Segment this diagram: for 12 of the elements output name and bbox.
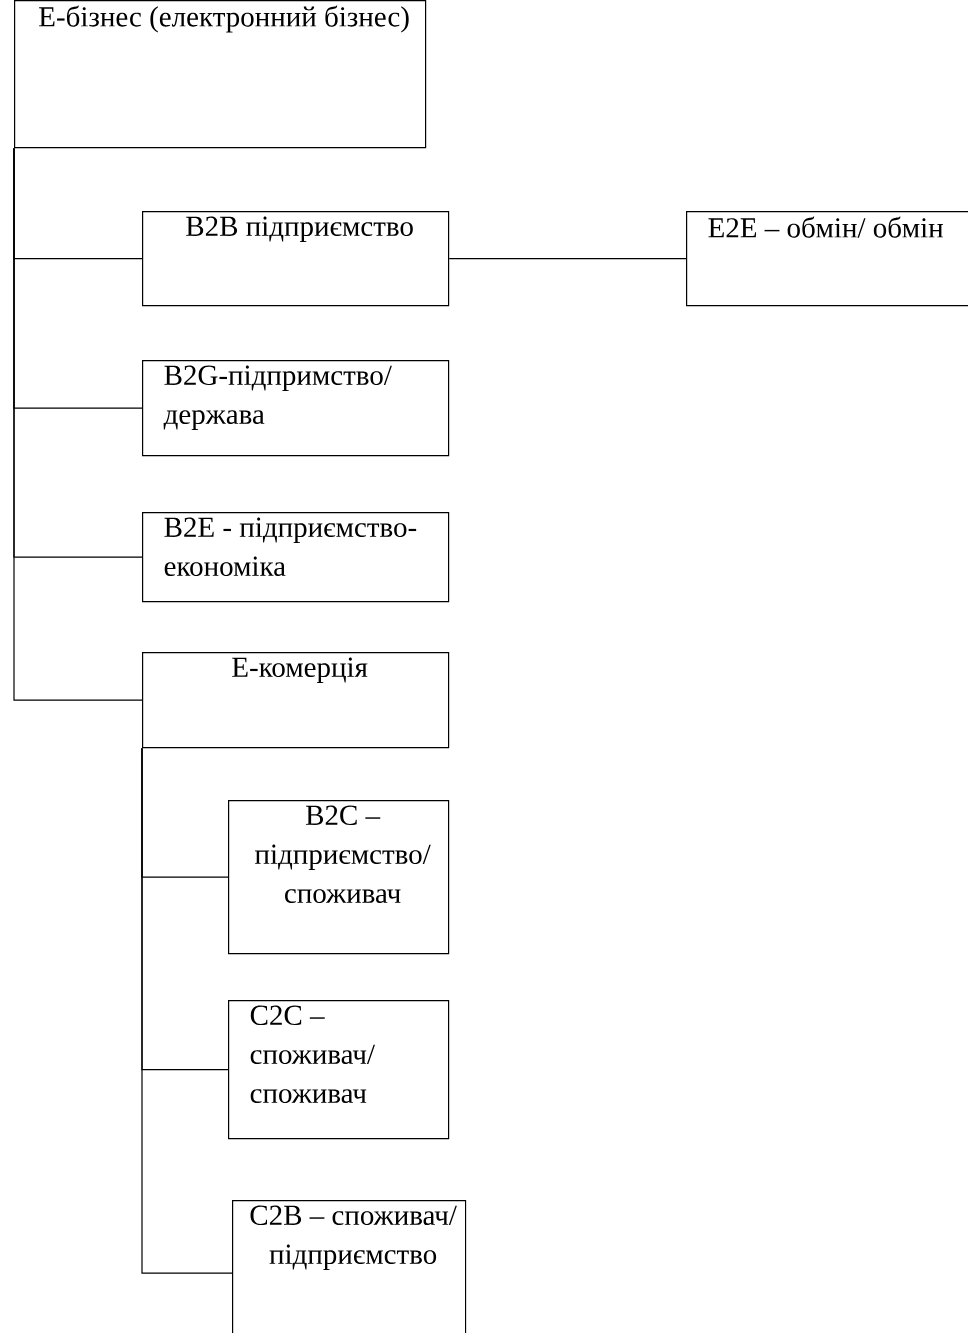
text-box: C2B – споживач/ підприємство	[232, 1200, 467, 1333]
text-box: E2E – обмін/ обмін	[686, 211, 968, 307]
text-box: B2E - підприємство-економіка	[142, 512, 450, 603]
connector-line	[141, 747, 233, 1274]
text-box: B2B підприємство	[142, 211, 450, 307]
text-box: B2C – підприємство/ споживач	[228, 800, 450, 955]
text-box: B2G-підпримство/ держава	[142, 360, 450, 457]
text-box: Е-бізнес (електронний бізнес)	[14, 0, 427, 149]
connector-line	[448, 258, 687, 260]
text-box: C2C – споживач/ споживач	[228, 1000, 450, 1140]
text-box: Е-комерція	[142, 652, 450, 749]
connector-line	[13, 147, 143, 701]
